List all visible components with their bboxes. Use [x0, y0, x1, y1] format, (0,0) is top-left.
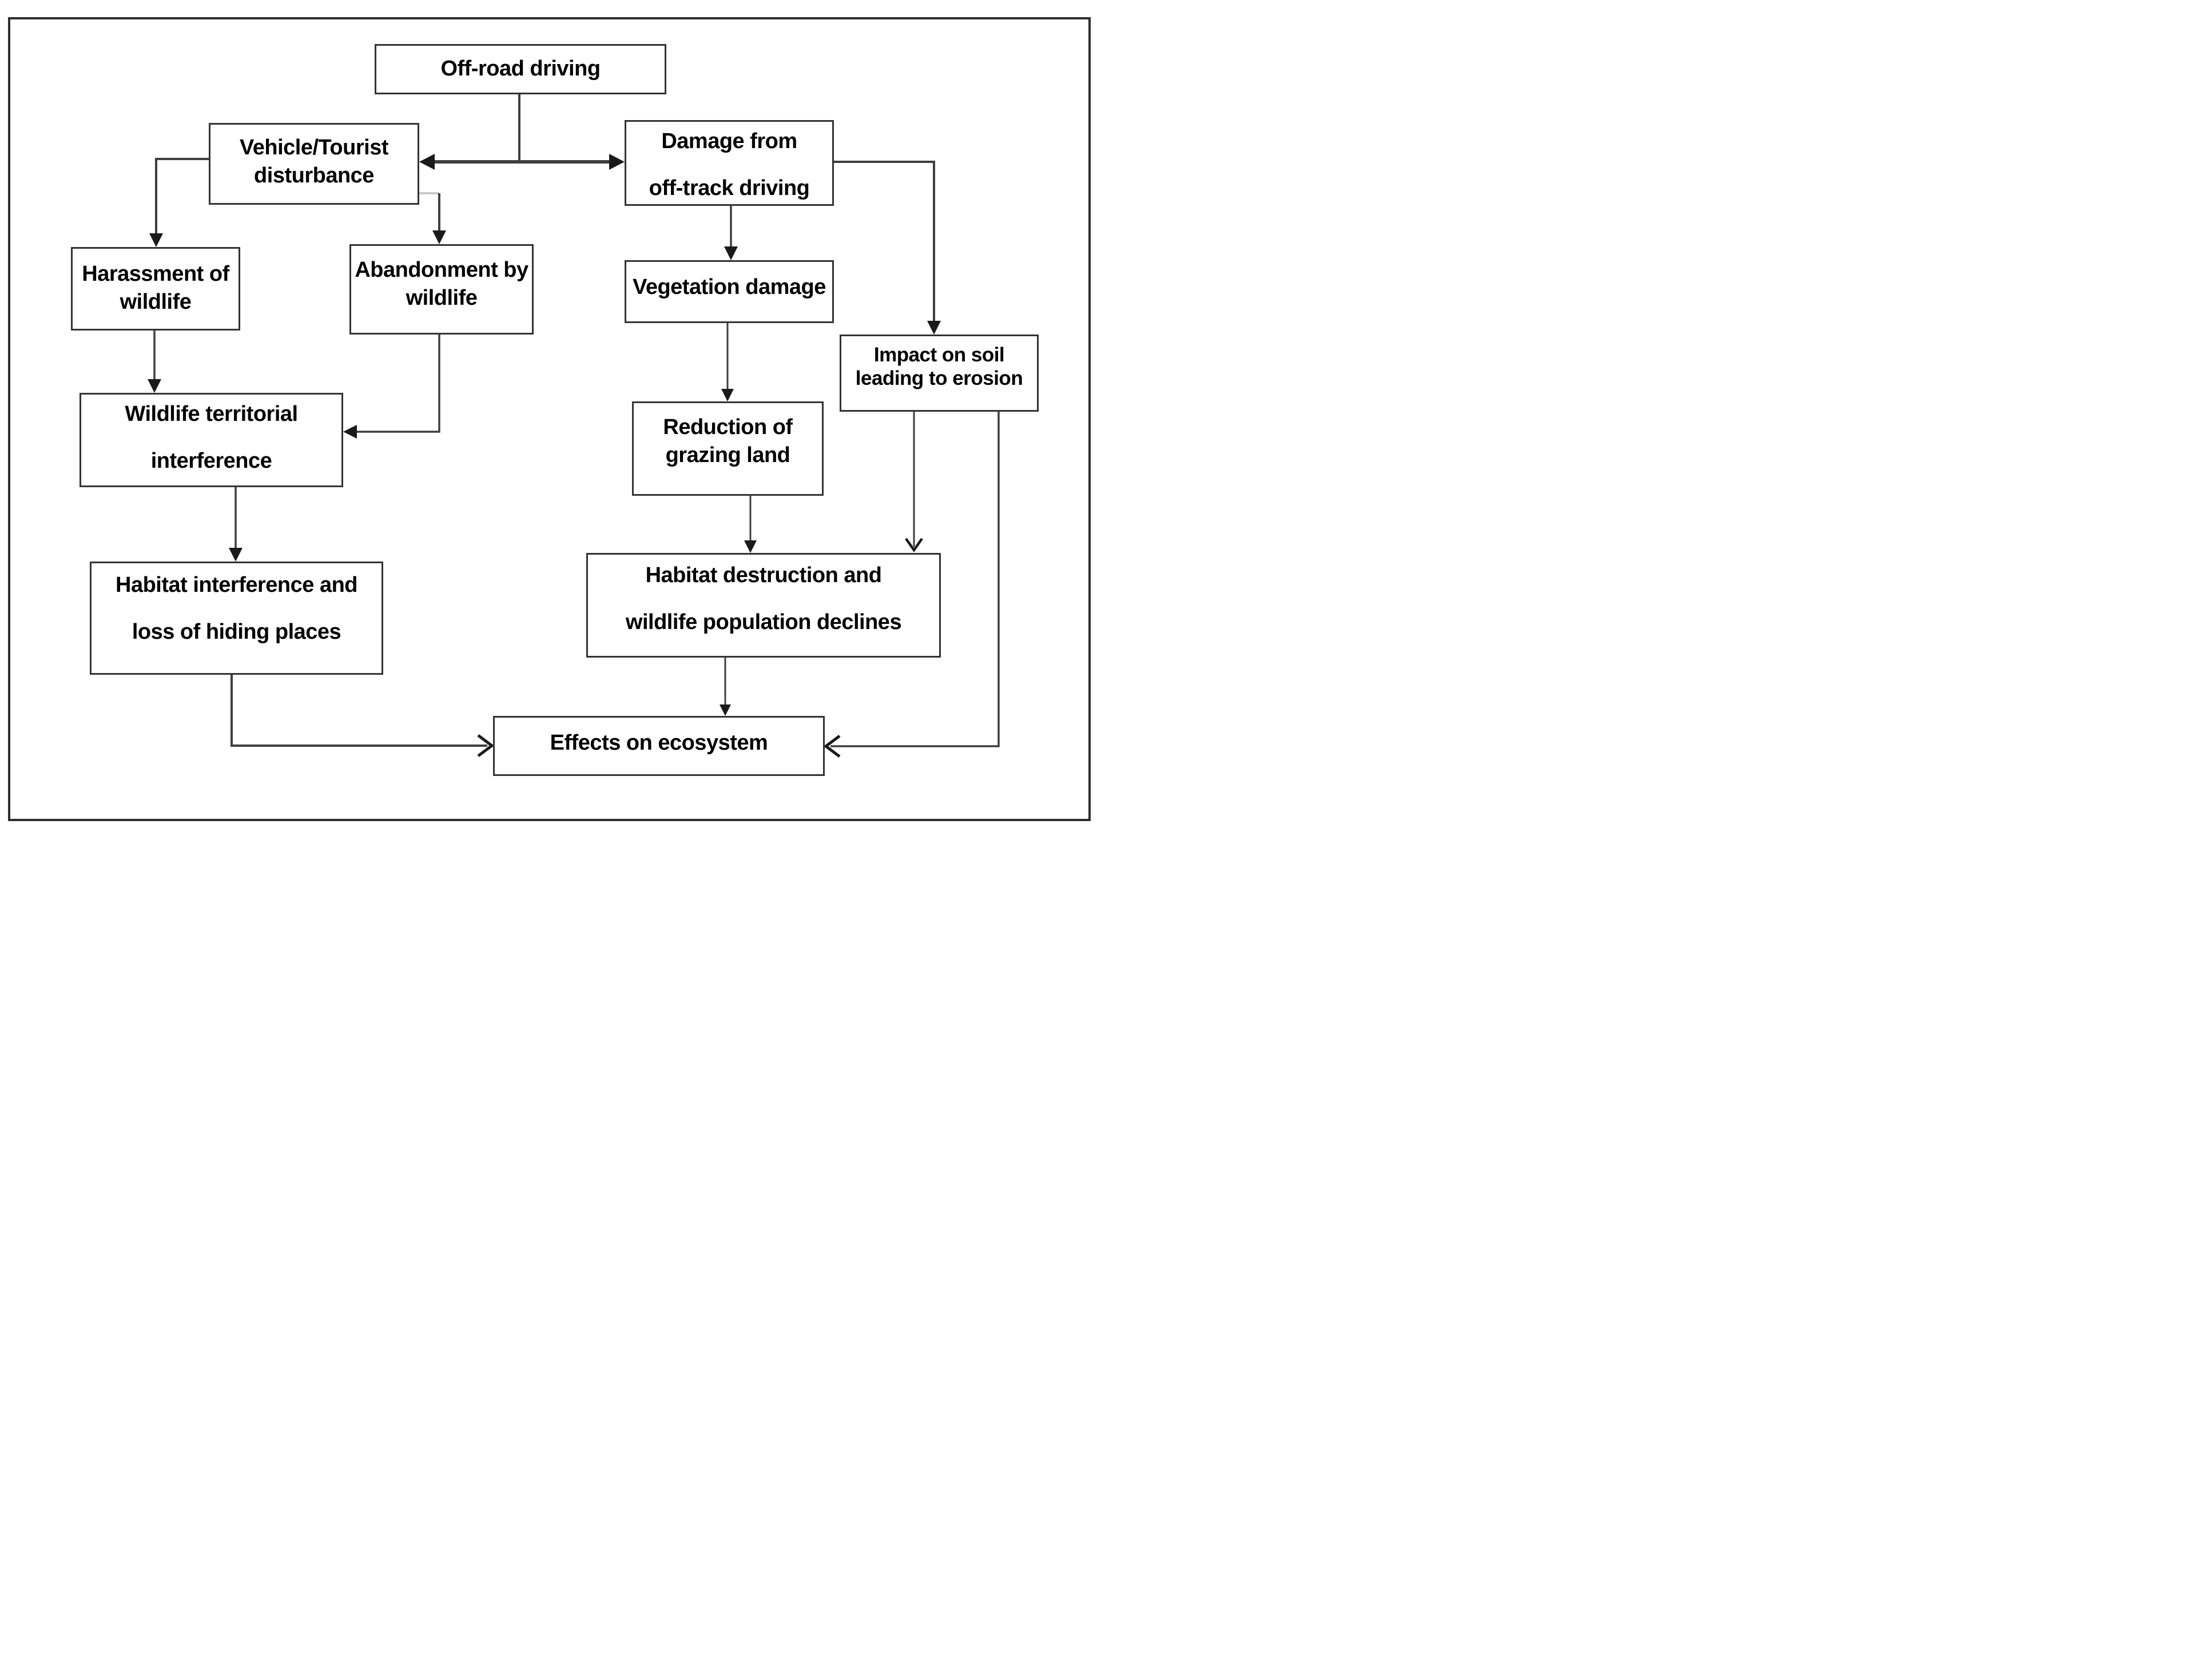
- node-damage-from-off-track-driving: Damage from off-track driving: [625, 120, 834, 206]
- connectors: [148, 94, 1000, 758]
- node-habitat-interference-loss-of-hiding-places: Habitat interference and loss of hiding …: [90, 562, 383, 675]
- node-vegetation-damage: Vegetation damage: [625, 260, 834, 323]
- figure-border: [8, 17, 1091, 821]
- node-reduction-of-grazing-land: Reduction of grazing land: [632, 401, 824, 496]
- node-harassment-of-wildlife: Harassment of wildlife: [71, 247, 240, 331]
- flowchart: Off-road driving Vehicle/Tourist disturb…: [0, 0, 1101, 840]
- node-effects-on-ecosystem: Effects on ecosystem: [493, 716, 825, 776]
- node-off-road-driving: Off-road driving: [375, 44, 666, 94]
- node-abandonment-by-wildlife: Abandonment by wildlife: [349, 244, 534, 335]
- node-wildlife-territorial-interference: Wildlife territorial interference: [80, 393, 343, 487]
- node-habitat-destruction-population-declines: Habitat destruction and wildlife populat…: [586, 553, 941, 658]
- node-vehicle-tourist-disturbance: Vehicle/Tourist disturbance: [209, 123, 419, 205]
- node-impact-on-soil-erosion: Impact on soil leading to erosion: [840, 335, 1039, 412]
